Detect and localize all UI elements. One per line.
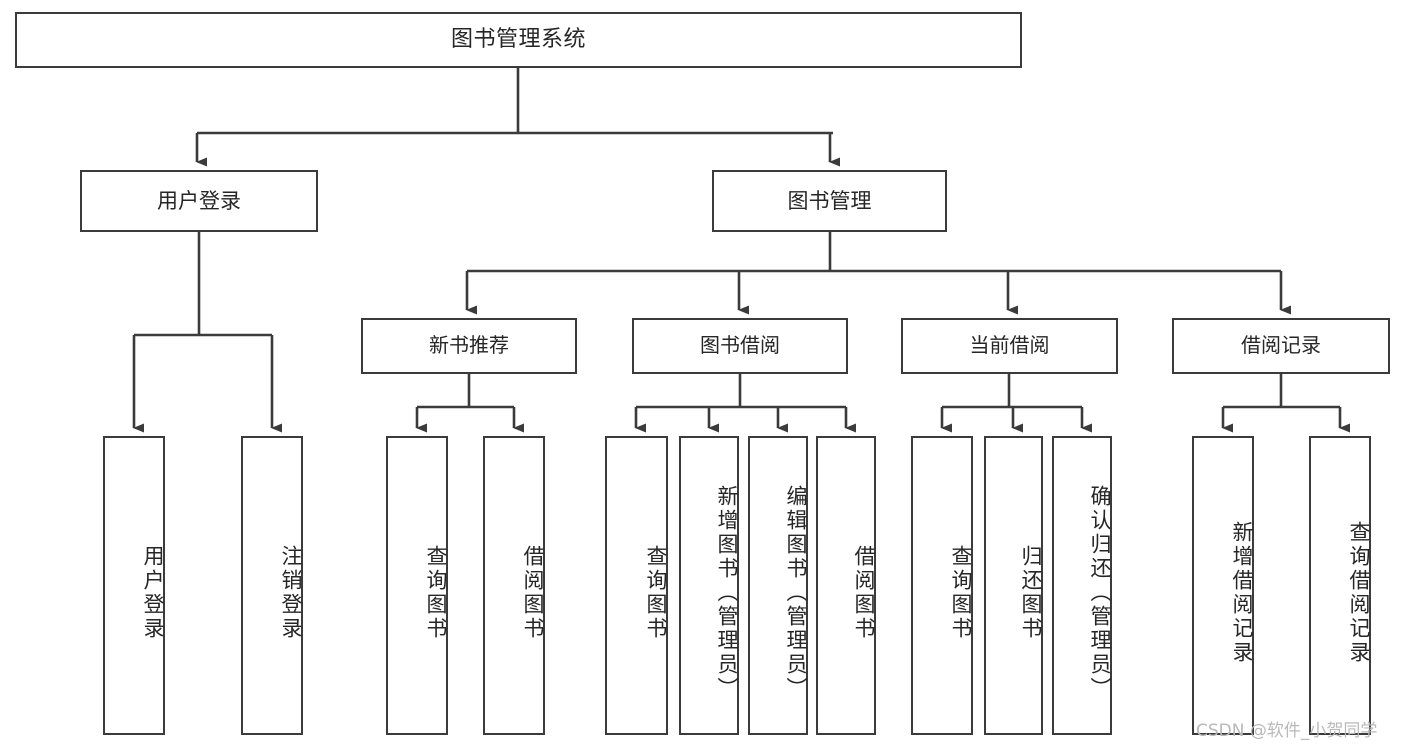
node-book-borrow[interactable]: 图书借阅 — [632, 318, 848, 374]
node-leaf-query-book-3[interactable]: 查询图书 — [911, 436, 973, 735]
node-leaf-user-login[interactable]: 用户登录 — [103, 436, 165, 735]
node-root[interactable]: 图书管理系统 — [15, 12, 1022, 68]
leaf-label: 查询图书 — [949, 544, 973, 641]
leaf-label: 借阅图书 — [852, 544, 876, 641]
leaf-label: 用户登录 — [141, 544, 165, 641]
node-leaf-query-book-1[interactable]: 查询图书 — [386, 436, 448, 735]
leaf-label: 确认归还（管理员） — [1088, 484, 1112, 701]
leaf-label: 归还图书 — [1019, 544, 1043, 641]
node-leaf-add-record[interactable]: 新增借阅记录 — [1192, 436, 1254, 735]
csdn-watermark: CSDN @软件_小贺同学 — [1196, 721, 1378, 741]
leaf-label: 编辑图书（管理员） — [784, 484, 808, 701]
node-leaf-query-record[interactable]: 查询借阅记录 — [1309, 436, 1371, 735]
node-leaf-confirm-return[interactable]: 确认归还（管理员） — [1052, 436, 1112, 735]
node-new-book-rec[interactable]: 新书推荐 — [361, 318, 577, 374]
node-leaf-borrow-book-2[interactable]: 借阅图书 — [816, 436, 876, 735]
leaf-label: 查询图书 — [644, 544, 668, 641]
node-leaf-return-book[interactable]: 归还图书 — [984, 436, 1043, 735]
node-book-manage[interactable]: 图书管理 — [712, 170, 947, 232]
node-leaf-edit-book[interactable]: 编辑图书（管理员） — [748, 436, 808, 735]
node-leaf-borrow-book-1[interactable]: 借阅图书 — [483, 436, 545, 735]
node-leaf-logout[interactable]: 注销登录 — [241, 436, 303, 735]
leaf-label: 新增借阅记录 — [1230, 520, 1254, 665]
node-leaf-query-book-2[interactable]: 查询图书 — [605, 436, 668, 735]
leaf-label: 借阅图书 — [521, 544, 545, 641]
leaf-label: 注销登录 — [279, 544, 303, 641]
node-current-borrow[interactable]: 当前借阅 — [901, 318, 1118, 374]
node-user-login[interactable]: 用户登录 — [80, 170, 318, 232]
leaf-label: 新增图书（管理员） — [715, 484, 739, 701]
leaf-label: 查询借阅记录 — [1347, 520, 1371, 665]
node-borrow-record[interactable]: 借阅记录 — [1172, 318, 1390, 374]
leaf-label: 查询图书 — [424, 544, 448, 641]
node-leaf-add-book[interactable]: 新增图书（管理员） — [679, 436, 739, 735]
